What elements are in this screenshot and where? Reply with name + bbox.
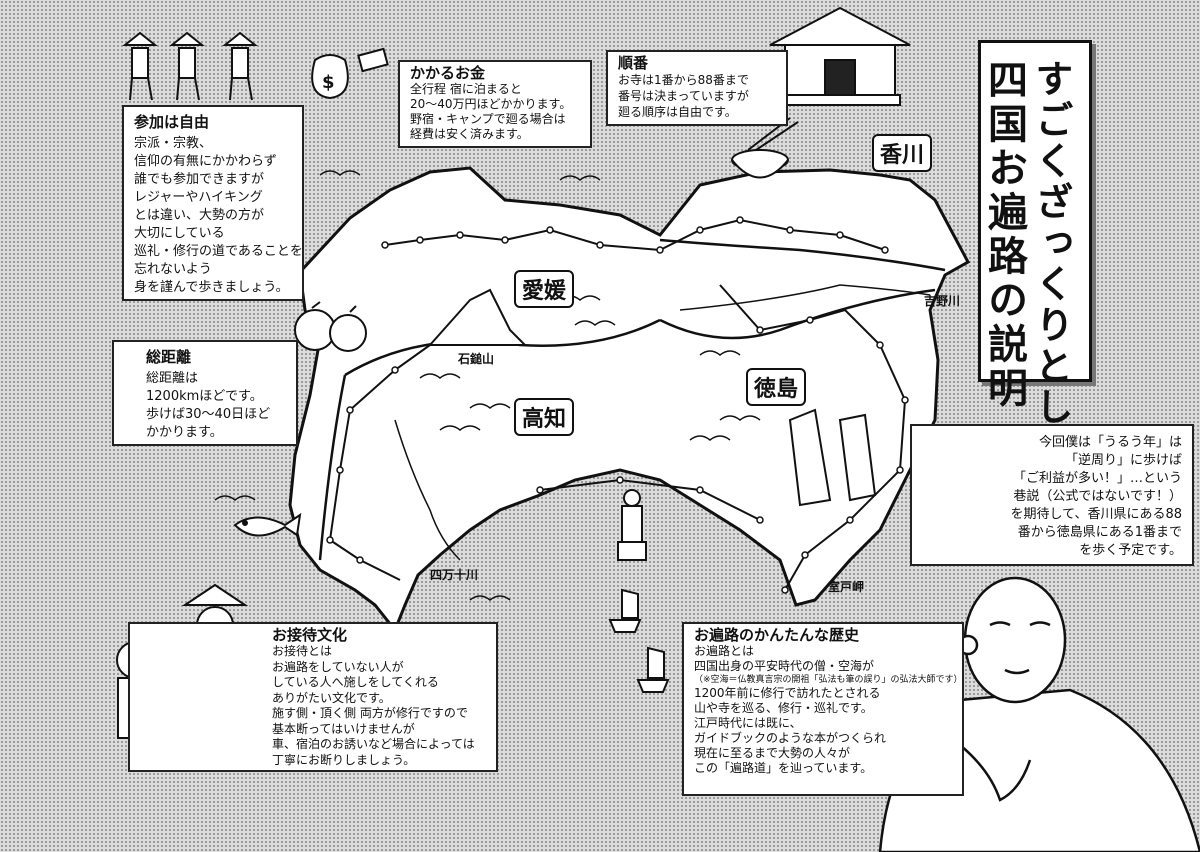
history-line: 江戸時代には既に、 <box>694 716 802 730</box>
distance-line: 1200kmほどです。 <box>146 389 263 404</box>
pilgrims-icon <box>122 31 258 101</box>
svg-text:$: $ <box>322 72 335 93</box>
history-line: この「遍路道」を辿っています。 <box>694 761 873 775</box>
ryoma-statue-icon <box>617 489 647 561</box>
plan-line: 今回僕は「うるう年」は <box>1038 435 1182 450</box>
settai-heading: お接待文化 <box>272 626 348 644</box>
plan-line: 巷説（公式ではないです！） <box>1013 489 1182 504</box>
pref-kagawa-label: 香川 <box>872 134 933 172</box>
order-line: 廻る順序は自由です。 <box>618 105 737 119</box>
plan-line: を歩く予定です。 <box>1079 543 1182 558</box>
order-line: お寺は1番から88番まで <box>618 73 749 87</box>
history-line: お遍路とは <box>694 644 755 658</box>
katsuo-fish-icon <box>233 512 302 537</box>
history-line: 四国出身の平安時代の僧・空海が <box>694 659 875 673</box>
cost-line: 20～40万円ほどかかります。 <box>410 97 572 111</box>
distance-line: かかります。 <box>146 425 223 440</box>
participation-line: 忘れないよう <box>134 262 212 277</box>
cost-line: 全行程 宿に泊まると <box>410 82 522 96</box>
title-line2: 四国お遍路の説明 <box>981 59 1028 411</box>
history-heading: お遍路のかんたんな歴史 <box>694 626 860 644</box>
title-line1: すごくざっくりとした <box>1029 59 1074 469</box>
info-box-order: 順番 お寺は1番から88番まで 番号は決まっていますが 廻る順序は自由です。 <box>606 50 788 126</box>
page-title: すごくざっくりとした 四国お遍路の説明 <box>978 40 1092 469</box>
sailboat-icon <box>608 588 670 693</box>
place-shimanto-label: 四万十川 <box>430 568 479 582</box>
participation-line: レジャーやハイキング <box>134 190 263 205</box>
order-heading: 順番 <box>618 54 649 72</box>
info-box-settai: お接待文化 お接待とは お遍路をしていない人が している人へ施しをしてくれる あ… <box>128 622 498 772</box>
settai-line: お接待とは <box>272 644 333 658</box>
info-box-cost: かかるお金 全行程 宿に泊まると 20～40万円ほどかかります。 野宿・キャンプ… <box>398 60 592 148</box>
temple-icon <box>769 6 911 106</box>
settai-line: ありがたい文化です。 <box>272 690 391 705</box>
plan-line: 「逆周り」に歩けば <box>1064 453 1182 468</box>
cost-line: 野宿・キャンプで廻る場合は <box>410 112 566 126</box>
plan-line: 番から徳島県にある1番まで <box>1017 525 1182 540</box>
place-ishizuchi-label: 石鎚山 <box>458 352 495 366</box>
participation-line: 巡礼・修行の道であることを <box>134 244 303 259</box>
pref-ehime-label: 愛媛 <box>514 270 575 308</box>
history-line: 山や寺を巡る、修行・巡礼です。 <box>694 701 873 715</box>
settai-line: 基本断ってはいけませんが <box>272 721 415 736</box>
settai-line: 施す側・頂く側 両方が修行ですので <box>272 706 468 720</box>
settai-line: 車、宿泊のお誘いなど場合によっては <box>272 737 475 751</box>
border-kagawa <box>659 238 946 272</box>
border-ehime-west <box>318 374 347 561</box>
info-box-history: お遍路のかんたんな歴史 お遍路とは 四国出身の平安時代の僧・空海が （※空海＝仏… <box>682 622 964 796</box>
cost-heading: かかるお金 <box>410 64 486 82</box>
pref-kochi-label: 高知 <box>514 398 575 436</box>
history-line: 1200年前に修行で訪れたとされる <box>694 686 881 700</box>
awa-odori-dancers-icon <box>788 408 877 507</box>
shimanto-river <box>394 419 461 561</box>
distance-line: 歩けば30～40日ほど <box>146 407 271 422</box>
info-box-participation: 参加は自由 宗派・宗教、 信仰の有無にかかわらず 誰でも参加できますが レジャー… <box>122 105 304 301</box>
pref-tokushima-label: 徳島 <box>746 368 807 406</box>
info-box-distance: 総距離 総距離は 1200kmほどです。 歩けば30～40日ほど かかります。 <box>112 340 298 446</box>
mikan-icon <box>294 301 367 352</box>
border-kochi-tokushima <box>659 288 936 340</box>
participation-heading: 参加は自由 <box>134 113 210 131</box>
plan-line: 「ご利益が多い！」…という <box>1012 471 1182 486</box>
settai-line: お遍路をしていない人が <box>272 659 404 674</box>
participation-line: 大切にしている <box>134 226 225 241</box>
plan-line: を期待して、香川県にある88 <box>1010 507 1182 522</box>
participation-line: 誰でも参加できますが <box>134 172 265 187</box>
yoshino-river <box>679 284 931 311</box>
participation-line: 宗派・宗教、 <box>134 136 213 151</box>
history-line: ガイドブックのような本がつくられ <box>694 731 887 745</box>
info-box-plan: 今回僕は「うるう年」は 「逆周り」に歩けば 「ご利益が多い！」…という 巷説（公… <box>910 424 1194 566</box>
place-yoshino-label: 吉野川 <box>924 294 961 308</box>
settai-line: 丁寧にお断りしましょう。 <box>272 752 416 767</box>
distance-heading: 総距離 <box>146 348 192 366</box>
distance-line: 総距離は <box>146 371 199 386</box>
participation-line: 身を謹んで歩きましょう。 <box>134 280 289 295</box>
ishizuchi-mountain <box>427 288 528 346</box>
history-note: （※空海＝仏教真言宗の開祖「弘法も筆の誤り」の弘法大師です） <box>694 675 963 685</box>
temple-dots <box>326 216 909 594</box>
settai-line: している人へ施しをしてくれる <box>272 675 439 689</box>
order-line: 番号は決まっていますが <box>618 89 749 103</box>
money-bag-icon: $ <box>311 47 389 100</box>
island-outline <box>288 166 971 633</box>
place-muroto-label: 室戸岬 <box>828 580 865 594</box>
udon-bowl-icon <box>731 117 799 179</box>
cost-line: 経費は安く済みます。 <box>410 127 529 141</box>
history-line: 現在に至るまで大勢の人々が <box>694 746 851 760</box>
participation-line: 信仰の有無にかかわらず <box>134 154 277 169</box>
participation-line: とは違い、大勢の方が <box>134 208 265 223</box>
